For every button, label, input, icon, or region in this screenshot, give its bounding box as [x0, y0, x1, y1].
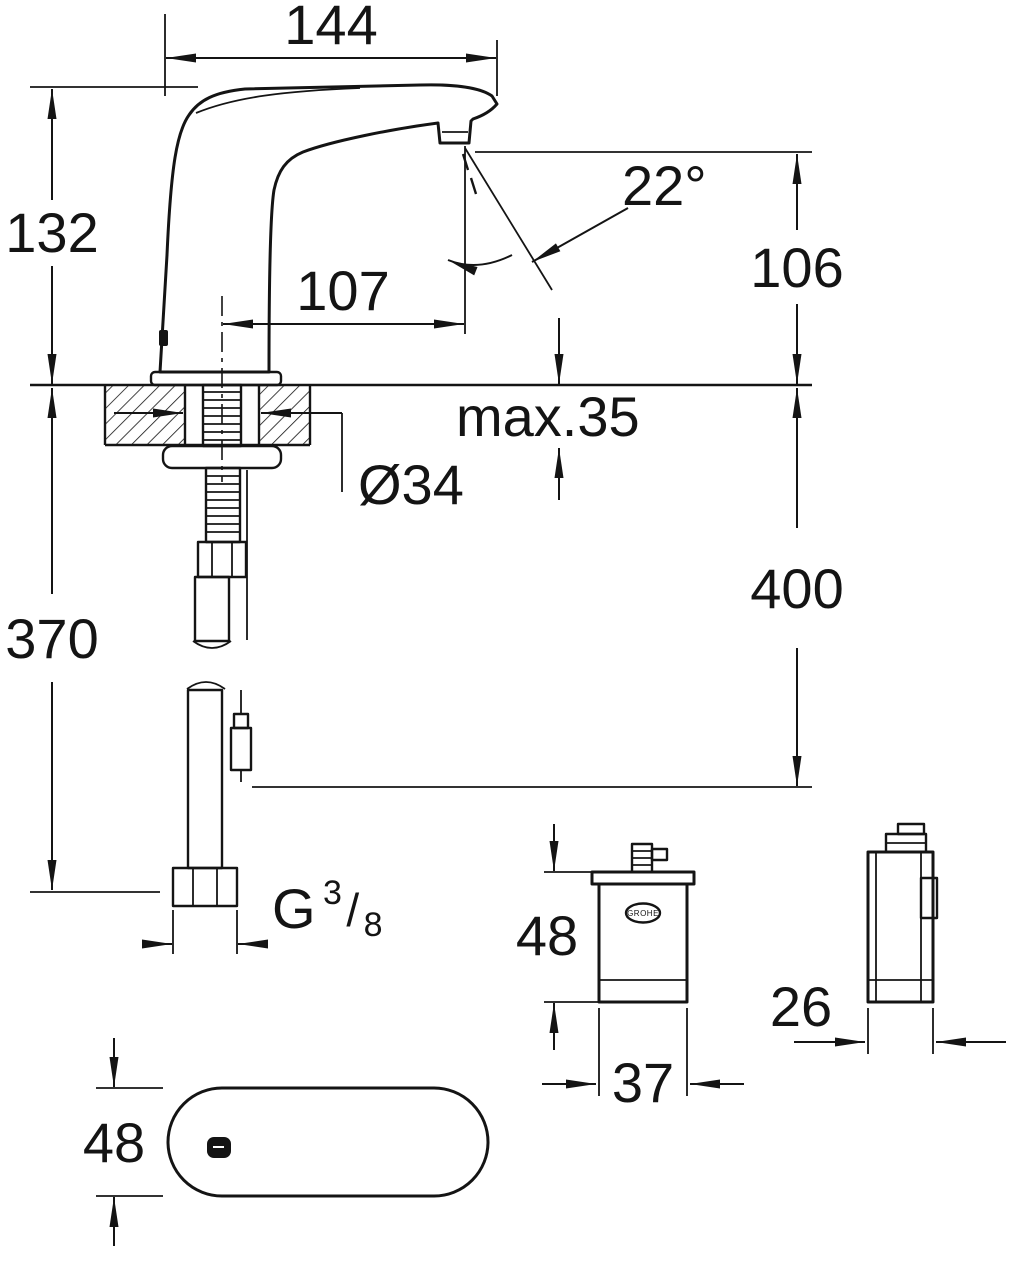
shank-lower	[204, 466, 242, 544]
nipple-threads	[632, 850, 652, 866]
dim-base-depth: 48	[83, 1111, 145, 1174]
control-box-front-view: GROHE	[590, 842, 696, 1004]
dim-thread-size: G 3 / 8	[272, 874, 383, 944]
dim-spout-reach: 107	[296, 259, 389, 322]
dim-control-box-height: 48	[516, 904, 578, 967]
dimension-lines	[47, 53, 1006, 1246]
hose-lower	[186, 688, 224, 870]
thread-denominator: 8	[364, 906, 383, 944]
hose-break-top	[192, 640, 232, 649]
faucet-top-edge	[195, 87, 361, 114]
thread-prefix: G	[272, 877, 316, 940]
dimension-labels: 144 132 22° 106 107 max.35 Ø34 400 370 G…	[5, 0, 843, 1174]
dim-hole-diameter: Ø34	[358, 453, 464, 516]
dim-spout-width: 144	[284, 0, 377, 56]
angle-arc-arrow	[447, 254, 513, 276]
thread-slash: /	[346, 884, 359, 936]
dim-spout-height: 132	[5, 201, 98, 264]
base-top-view	[166, 1086, 490, 1198]
side-mounting-clip	[919, 876, 939, 920]
base-gasket	[149, 370, 283, 387]
faucet-outline	[158, 83, 499, 374]
control-box-side-view	[866, 822, 939, 1004]
base-outline	[166, 1086, 490, 1198]
box-inlet-elbow	[650, 847, 669, 862]
sensor-window	[159, 330, 168, 346]
dim-control-box-depth: 26	[770, 975, 832, 1038]
mounting-nut	[196, 540, 248, 579]
shank-lower-threads	[206, 475, 240, 533]
counter-hatch-left	[105, 385, 185, 445]
dim-control-box-width: 37	[612, 1051, 674, 1114]
side-inlet-tab	[896, 822, 926, 836]
hose-break-bottom	[186, 681, 226, 690]
stream-dash	[469, 177, 478, 195]
extension-lines	[30, 14, 934, 1197]
cable-plug-neck	[232, 712, 250, 730]
dim-hose-length: 370	[5, 607, 98, 670]
grohe-logo	[624, 902, 662, 924]
faucet-side-view	[149, 83, 553, 387]
counter-hatch-right	[259, 385, 310, 445]
thread-numerator: 3	[323, 874, 342, 912]
dim-connection-length: 400	[750, 557, 843, 620]
side-body	[866, 850, 935, 1004]
box-top-plate	[590, 870, 696, 886]
stream-dash	[461, 153, 470, 171]
dim-spout-angle: 22°	[622, 154, 707, 217]
cable-plug	[229, 726, 253, 772]
dim-outlet-height: 106	[750, 236, 843, 299]
stream-angle-line	[464, 147, 553, 291]
hose-end-nut	[171, 866, 239, 908]
dim-max-deck-thickness: max.35	[456, 385, 640, 448]
hose-upper	[193, 575, 231, 643]
grohe-logo-text: GROHE	[627, 909, 659, 918]
box-body	[597, 882, 689, 1004]
